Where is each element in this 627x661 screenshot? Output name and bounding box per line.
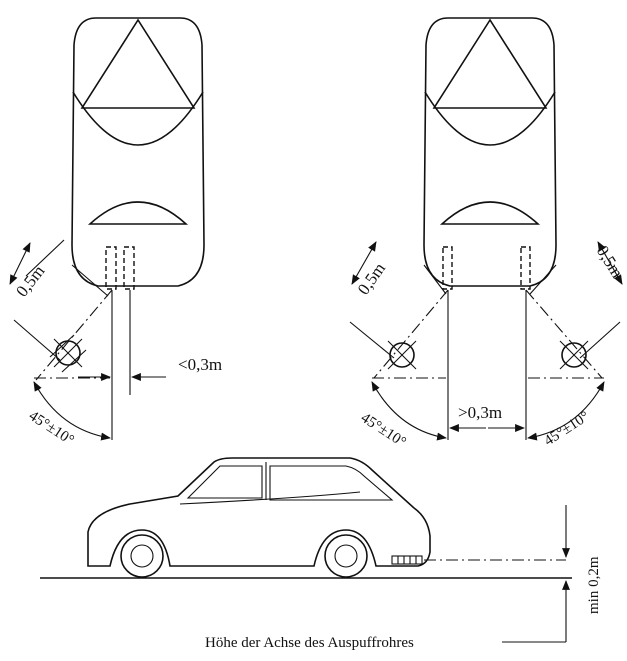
right-gap-label: >0,3m (458, 403, 502, 422)
right-angle-label-left: 45°±10° (358, 410, 409, 451)
right-angle-label-right: 45°±10° (541, 409, 592, 450)
right-distance-label-right: 0,5m (593, 242, 627, 281)
right-distance-label-left: 0,5m (354, 259, 389, 298)
min-height-label: min 0,2m (586, 556, 602, 614)
side-view-car (40, 457, 572, 643)
left-angle-label: 45°±10° (26, 408, 77, 449)
right-car-top-view (423, 17, 557, 290)
left-gap-label: <0,3m (178, 355, 222, 374)
left-measurement (9, 239, 166, 441)
left-car-top-view (71, 17, 205, 290)
axis-caption: Höhe der Achse des Auspuffrohres (205, 635, 414, 651)
right-measurement (349, 241, 623, 441)
